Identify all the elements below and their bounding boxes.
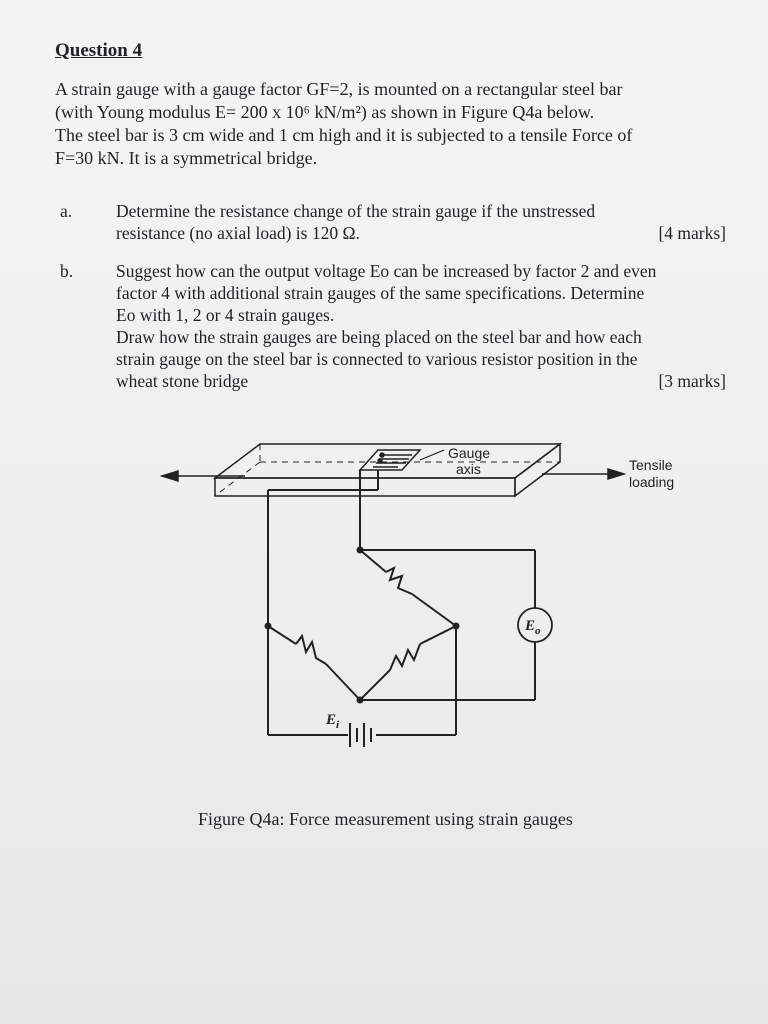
part-b: b. Suggest how can the output voltage Eo… xyxy=(60,260,740,400)
right-force-arrow xyxy=(542,467,627,481)
output-voltage-symbol: E xyxy=(524,618,535,634)
part-a-text: Determine the resistance change of the s… xyxy=(116,200,726,244)
part-b-line: factor 4 with additional strain gauges o… xyxy=(116,283,645,303)
battery-icon xyxy=(349,723,372,747)
part-a-label: a. xyxy=(60,201,73,221)
wheatstone-bridge-diagram: Gauge axis Tensile loading xyxy=(159,442,674,747)
part-b-line: strain gauge on the steel bar is connect… xyxy=(116,349,638,369)
part-a-line-with-marks: resistance (no axial load) is 120 Ω. [4 … xyxy=(116,222,726,244)
part-b-line-with-marks: wheat stone bridge [3 marks] xyxy=(116,370,726,392)
output-voltage-meter xyxy=(517,607,553,643)
gauge-axis-leader xyxy=(419,449,445,461)
tensile-label-2: loading xyxy=(629,474,674,490)
gauge-axis-label-2: axis xyxy=(456,461,481,477)
bridge-nodes xyxy=(264,546,460,704)
intro-line: The steel bar is 3 cm wide and 1 cm high… xyxy=(55,125,633,145)
intro-line: (with Young modulus E= 200 x 10⁶ kN/m²) … xyxy=(55,102,595,122)
left-force-arrow xyxy=(159,469,245,483)
input-voltage-label: Ei xyxy=(325,712,340,731)
part-b-line: Draw how the strain gauges are being pla… xyxy=(116,327,642,347)
resistor-top-right xyxy=(385,566,413,595)
part-a-marks: [4 marks] xyxy=(658,223,726,243)
gauge-axis-label-1: Gauge xyxy=(448,445,490,461)
part-b-text: Suggest how can the output voltage Eo ca… xyxy=(116,260,726,392)
input-voltage-symbol: E xyxy=(325,712,336,728)
question-title: Question 4 xyxy=(55,40,143,61)
figure-q4a: Gauge axis Tensile loading xyxy=(150,430,710,760)
output-voltage-label: Eo xyxy=(524,618,541,637)
intro-line: A strain gauge with a gauge factor GF=2,… xyxy=(55,79,623,99)
question-intro: A strain gauge with a gauge factor GF=2,… xyxy=(55,78,715,170)
strain-gauge-icon xyxy=(358,449,422,471)
bridge-wires xyxy=(267,470,536,736)
output-voltage-subscript: o xyxy=(535,625,541,637)
part-a-line: Determine the resistance change of the s… xyxy=(116,201,596,221)
tensile-label-1: Tensile xyxy=(629,457,673,473)
intro-line: F=30 kN. It is a symmetrical bridge. xyxy=(55,148,318,168)
part-b-line: wheat stone bridge xyxy=(116,371,249,391)
hidden-edges xyxy=(215,444,560,496)
part-b-line: Suggest how can the output voltage Eo ca… xyxy=(116,261,657,281)
part-b-marks: [3 marks] xyxy=(658,371,726,391)
part-b-line: Eo with 1, 2 or 4 strain gauges. xyxy=(116,305,335,325)
figure-caption: Figure Q4a: Force measurement using stra… xyxy=(198,809,573,829)
resistor-bottom-right xyxy=(389,643,421,671)
part-a-line: resistance (no axial load) is 120 Ω. xyxy=(116,223,360,243)
part-a: a. Determine the resistance change of th… xyxy=(60,200,740,250)
resistor-bottom-left xyxy=(295,633,327,665)
part-b-label: b. xyxy=(60,261,74,281)
input-voltage-subscript: i xyxy=(336,719,340,731)
